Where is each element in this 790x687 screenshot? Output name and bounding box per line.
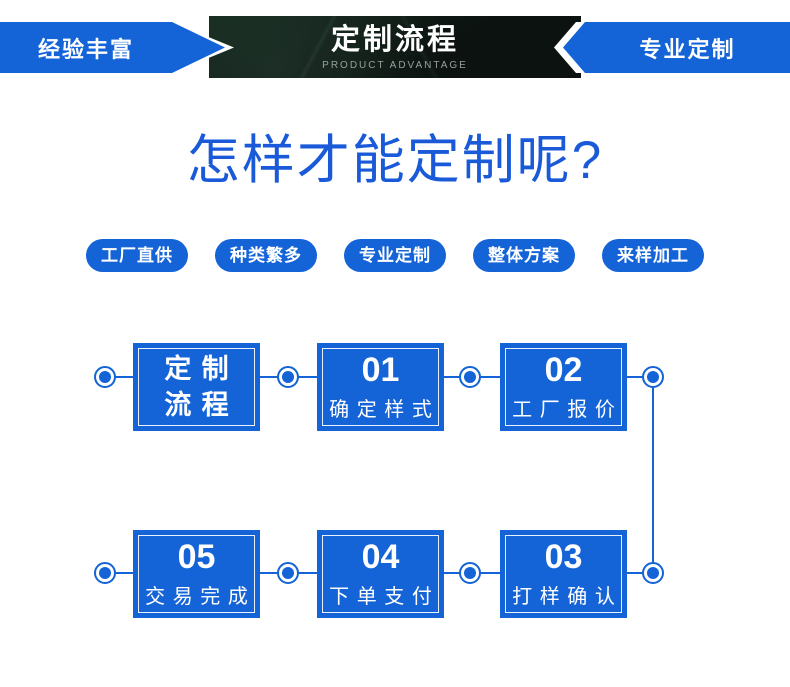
pill-sample-processing: 来样加工 xyxy=(602,239,704,272)
flow-step-03: 03 打样确认 xyxy=(500,530,627,618)
box-inner-border xyxy=(322,535,439,613)
connector-line xyxy=(105,376,134,378)
step-number: 04 xyxy=(361,538,400,577)
banner-title: 定制流程 xyxy=(330,24,459,56)
connector-node-icon xyxy=(277,366,299,388)
step-label: 确定样式 xyxy=(329,398,440,421)
box-inner-border xyxy=(138,535,255,613)
flow-step-05: 05 交易完成 xyxy=(133,530,260,618)
step-label: 工厂报价 xyxy=(512,398,623,421)
pill-professional-custom: 专业定制 xyxy=(344,239,446,272)
section-header-banner: 定制流程 PRODUCT ADVANTAGE xyxy=(209,16,581,78)
connector-node-icon xyxy=(277,562,299,584)
connector-node-icon xyxy=(459,562,481,584)
step-number: 05 xyxy=(177,538,216,577)
box-inner-border xyxy=(505,535,622,613)
pill-factory-direct: 工厂直供 xyxy=(86,239,188,272)
step-label: 打样确认 xyxy=(512,585,623,608)
right-ribbon-label: 专业定制 xyxy=(639,36,736,62)
feature-pills: 工厂直供 种类繁多 专业定制 整体方案 来样加工 xyxy=(0,239,790,272)
left-ribbon-label: 经验丰富 xyxy=(37,36,134,62)
flow-step-04: 04 下单支付 xyxy=(317,530,444,618)
flow-start-box: 定制 流程 xyxy=(133,343,260,431)
box-inner-border xyxy=(505,348,622,426)
connector-node-icon xyxy=(459,366,481,388)
box-inner-border xyxy=(322,348,439,426)
step-number: 02 xyxy=(544,351,583,390)
headline: 怎样才能定制呢? xyxy=(186,131,604,190)
connector-line-vertical xyxy=(652,377,654,573)
connector-node-icon xyxy=(94,562,116,584)
step-number: 01 xyxy=(361,351,400,390)
box-inner-border xyxy=(138,348,255,426)
left-ribbon: 经验丰富 xyxy=(0,22,225,73)
step-number: 03 xyxy=(544,538,583,577)
pill-overall-solution: 整体方案 xyxy=(473,239,575,272)
step-label: 交易完成 xyxy=(145,585,256,608)
connector-line xyxy=(105,572,134,574)
connector-line xyxy=(627,376,654,378)
flow-start-line2: 流程 xyxy=(164,390,239,420)
right-ribbon: 专业定制 xyxy=(563,22,790,73)
connector-node-icon xyxy=(642,562,664,584)
pill-wide-variety: 种类繁多 xyxy=(215,239,317,272)
flow-step-01: 01 确定样式 xyxy=(317,343,444,431)
banner-subtitle: PRODUCT ADVANTAGE xyxy=(322,59,468,71)
connector-line xyxy=(627,572,654,574)
flow-start-line1: 定制 xyxy=(164,353,239,384)
flow-step-02: 02 工厂报价 xyxy=(500,343,627,431)
step-label: 下单支付 xyxy=(329,585,440,608)
connector-node-icon xyxy=(94,366,116,388)
connector-node-icon xyxy=(642,366,664,388)
